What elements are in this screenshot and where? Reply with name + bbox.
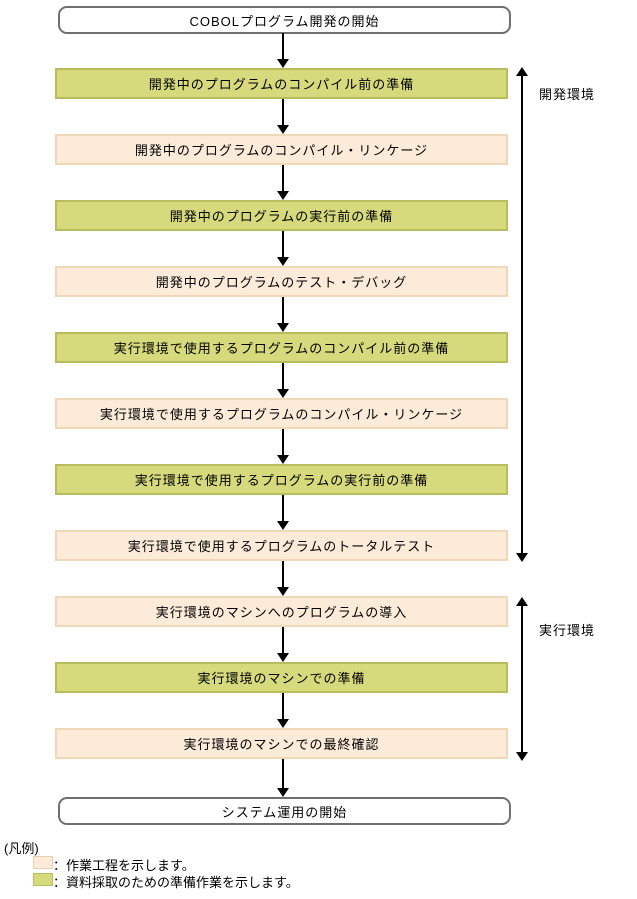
arrowhead-down-icon — [277, 59, 289, 68]
run-env-bracket-arrow — [516, 597, 528, 761]
terminal-start-box: COBOLプログラム開発の開始 — [58, 6, 511, 34]
step-box-1: 開発中のプログラムのコンパイル前の準備 — [55, 68, 508, 99]
down-arrow — [277, 165, 289, 200]
dev-env-bracket-arrow — [516, 67, 528, 562]
run-env-label: 実行環境 — [539, 623, 596, 638]
step-box-5: 実行環境で使用するプログラムのコンパイル前の準備 — [55, 332, 508, 363]
down-arrow — [277, 759, 289, 797]
legend-header: (凡例) — [4, 841, 39, 856]
step-box-9: 実行環境のマシンへのプログラムの導入 — [55, 596, 508, 627]
down-arrow — [277, 627, 289, 662]
arrowhead-down-icon — [516, 553, 528, 562]
arrowhead-down-icon — [277, 389, 289, 398]
down-arrow — [277, 495, 289, 530]
down-arrow — [277, 429, 289, 464]
arrowhead-up-icon — [516, 67, 528, 76]
down-arrow — [277, 297, 289, 332]
legend-text-preparation: ：資料採取のための準備作業を示します。 — [53, 875, 299, 890]
arrowhead-down-icon — [277, 125, 289, 134]
arrowhead-down-icon — [277, 587, 289, 596]
arrowhead-down-icon — [277, 191, 289, 200]
arrowhead-down-icon — [277, 521, 289, 530]
step-box-6: 実行環境で使用するプログラムのコンパイル・リンケージ — [55, 398, 508, 429]
arrowhead-up-icon — [516, 597, 528, 606]
arrowhead-down-icon — [277, 719, 289, 728]
legend-text-work-process: ：作業工程を示します。 — [53, 858, 195, 873]
arrowhead-down-icon — [277, 653, 289, 662]
legend-swatch-preparation — [33, 873, 53, 886]
dev-env-label: 開発環境 — [539, 87, 596, 102]
down-arrow — [277, 99, 289, 134]
down-arrow — [277, 693, 289, 728]
arrowhead-down-icon — [516, 752, 528, 761]
step-box-10: 実行環境のマシンでの準備 — [55, 662, 508, 693]
terminal-end-box: システム運用の開始 — [58, 797, 511, 825]
step-box-11: 実行環境のマシンでの最終確認 — [55, 728, 508, 759]
step-box-2: 開発中のプログラムのコンパイル・リンケージ — [55, 134, 508, 165]
step-box-7: 実行環境で使用するプログラムの実行前の準備 — [55, 464, 508, 495]
down-arrow — [277, 33, 289, 68]
step-box-8: 実行環境で使用するプログラムのトータルテスト — [55, 530, 508, 561]
down-arrow — [277, 231, 289, 266]
down-arrow — [277, 363, 289, 398]
arrowhead-down-icon — [277, 257, 289, 266]
arrowhead-down-icon — [277, 455, 289, 464]
arrowhead-down-icon — [277, 323, 289, 332]
step-box-3: 開発中のプログラムの実行前の準備 — [55, 200, 508, 231]
down-arrow — [277, 561, 289, 596]
legend-swatch-work-process — [33, 856, 53, 869]
step-box-4: 開発中のプログラムのテスト・デバッグ — [55, 266, 508, 297]
arrowhead-down-icon — [277, 788, 289, 797]
